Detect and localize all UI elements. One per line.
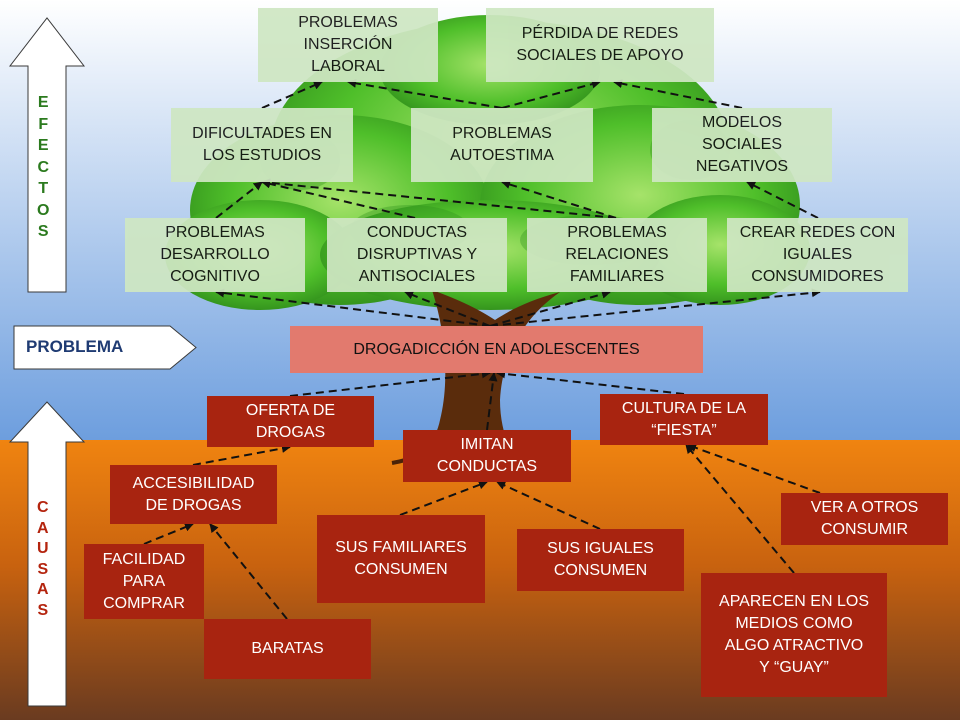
arrow-redes-iguales-to-modelos [746,181,819,219]
effect-estudios: DIFICULTADES EN LOS ESTUDIOS [171,108,353,182]
problema-label: PROBLEMA [26,337,124,356]
arrow-sus-iguales-to-imitan [496,481,601,530]
effect-redes-iguales: CREAR REDES CON IGUALES CONSUMIDORES [727,218,908,292]
cause-sus-iguales: SUS IGUALES CONSUMEN [517,529,684,591]
arrow-oferta-to-problema [289,369,491,397]
effect-insercion: PROBLEMAS INSERCIÓN LABORAL [258,8,438,82]
effect-cognitivo: PROBLEMAS DESARROLLO COGNITIVO [125,218,305,292]
efectos-letter: F [38,115,49,133]
efectos-letter: E [37,137,49,154]
arrow-facilidad-to-accesibilidad [143,522,194,545]
arrow-cultura-to-problema [496,369,685,395]
arrow-baratas-to-accesibilidad [209,523,288,620]
cause-medios: APARECEN EN LOS MEDIOS COMO ALGO ATRACTI… [701,573,887,697]
efectos-letter: O [37,201,50,219]
cause-ver-otros: VER A OTROS CONSUMIR [781,493,948,545]
arrow-problema-to-familiares [489,289,611,327]
arrow-imitan-to-problema [486,372,498,431]
cause-facilidad: FACILIDAD PARA COMPRAR [84,544,204,619]
efectos-letter: T [38,180,49,197]
effect-autoestima: PROBLEMAS AUTOESTIMA [411,108,593,182]
effect-disruptivas: CONDUCTAS DISRUPTIVAS Y ANTISOCIALES [327,218,507,292]
cause-imitan: IMITAN CONDUCTAS [403,430,571,482]
arrow-ver-otros-to-cultura [687,443,821,494]
problem-box: DROGADICCIÓN EN ADOLESCENTES [290,326,703,373]
arrow-sus-familiares-to-imitan [399,480,488,516]
causas-letter: S [37,601,49,619]
arrow-familiares-to-autoestima [501,180,617,219]
arrow-medios-to-cultura [685,444,795,574]
cause-oferta: OFERTA DE DROGAS [207,396,374,447]
cause-cultura: CULTURA DE LA “FIESTA” [600,394,768,445]
cause-sus-familiares: SUS FAMILIARES CONSUMEN [317,515,485,603]
effect-modelos: MODELOS SOCIALES NEGATIVOS [652,108,832,182]
causas-letter: C [37,499,49,516]
causas-letter: A [37,581,49,598]
causas-letter: U [37,540,49,557]
arrow-cognitivo-to-estudios [215,181,263,219]
arrow-autoestima-to-redes-apoyo [501,79,601,109]
cause-accesibilidad: ACCESIBILIDAD DE DROGAS [110,465,277,524]
arrow-familiares-to-estudios [261,178,617,219]
efectos-letter: E [37,94,49,111]
arrow-accesibilidad-to-oferta [192,444,291,466]
arrow-modelos-to-redes-apoyo [613,79,743,109]
effect-familiares: PROBLEMAS RELACIONES FAMILIARES [527,218,707,292]
causas-letter: A [37,519,49,537]
causas-arrow-shape [8,401,86,707]
arrow-disruptivas-to-estudios [261,179,416,219]
arrow-autoestima-to-insercion [347,78,503,109]
efectos-letter: S [37,223,49,240]
cause-baratas: BARATAS [204,619,371,679]
arrow-problema-to-redes-iguales [489,288,821,327]
arrow-problema-to-cognitivo [215,288,491,327]
problema-arrow-shape [13,325,197,370]
effect-redes-apoyo: PÉRDIDA DE REDES SOCIALES DE APOYO [486,8,714,82]
causas-letter: S [37,560,49,578]
efectos-arrow-shape [8,17,86,293]
efectos-letter: C [37,158,49,176]
arrow-estudios-to-insercion [261,81,323,109]
arrow-problema-to-disruptivas [404,290,491,327]
